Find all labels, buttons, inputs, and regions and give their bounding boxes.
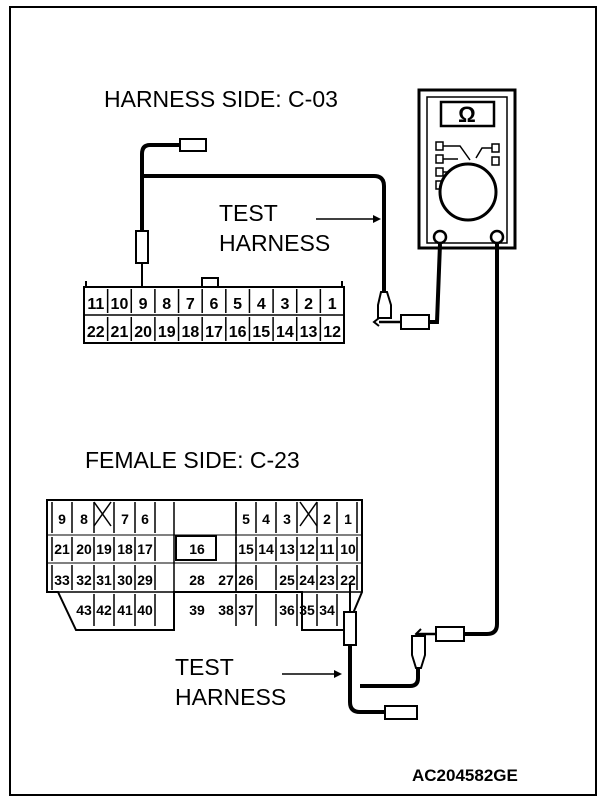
pin-7-label: 7 <box>186 296 195 313</box>
pin-18-label: 18 <box>117 541 133 557</box>
pin-34-label: 34 <box>319 602 335 618</box>
pin-16-label: 16 <box>189 541 205 557</box>
test-harness-top-label-line2: HARNESS <box>219 230 331 256</box>
pin-4-label: 4 <box>262 511 270 527</box>
pin-30-label: 30 <box>117 572 133 588</box>
female-side-label: FEMALE SIDE: C-23 <box>85 447 300 473</box>
pin-43-label: 43 <box>76 602 92 618</box>
pin-40-label: 40 <box>137 602 153 618</box>
figure-border <box>9 6 597 796</box>
pin-11-label: 11 <box>87 296 104 313</box>
meter-jack-right <box>489 229 505 245</box>
pin-35-label: 35 <box>299 602 315 618</box>
pin-21-label: 21 <box>111 324 129 341</box>
pin-16-label: 16 <box>229 324 247 341</box>
pin-21-label: 21 <box>54 541 70 557</box>
pin-12-label: 12 <box>299 541 315 557</box>
ohm-symbol: Ω <box>458 102 476 127</box>
pin-32-label: 32 <box>76 572 92 588</box>
pin-2-label: 2 <box>323 511 331 527</box>
pin-41-label: 41 <box>117 602 133 618</box>
test-harness-top <box>135 138 442 330</box>
pin-13-label: 13 <box>300 324 318 341</box>
pin-27-label: 27 <box>218 572 234 588</box>
test-harness-bottom-label-line2: HARNESS <box>175 684 287 710</box>
figure-code: AC204582GE <box>412 766 518 785</box>
pin-24-label: 24 <box>299 572 315 588</box>
pin-7-label: 7 <box>121 511 129 527</box>
pin-20-label: 20 <box>76 541 92 557</box>
pin-31-label: 31 <box>96 572 112 588</box>
pin-10-label: 10 <box>111 296 129 313</box>
pin-37-label: 37 <box>238 602 254 618</box>
test-harness-top-label-line1: TEST <box>219 200 278 226</box>
pin-17-label: 17 <box>137 541 153 557</box>
pin-14-label: 14 <box>258 541 274 557</box>
pin-5-label: 5 <box>242 511 250 527</box>
pin-5-label: 5 <box>233 296 242 313</box>
pin-29-label: 29 <box>137 572 153 588</box>
pin-12-label: 12 <box>323 324 341 341</box>
pin-38-label: 38 <box>218 602 234 618</box>
pin-15-label: 15 <box>238 541 254 557</box>
pin-6-label: 6 <box>210 296 219 313</box>
pin-22-label: 22 <box>87 324 105 341</box>
pin-2-label: 2 <box>304 296 313 313</box>
pin-8-label: 8 <box>80 511 88 527</box>
pin-36-label: 36 <box>279 602 295 618</box>
pin-18-label: 18 <box>181 324 199 341</box>
test-harness-bottom-label-line1: TEST <box>175 654 234 680</box>
pin-4-label: 4 <box>257 296 266 313</box>
pin-14-label: 14 <box>276 324 294 341</box>
pin-13-label: 13 <box>279 541 295 557</box>
pin-25-label: 25 <box>279 572 295 588</box>
pin-3-label: 3 <box>280 296 289 313</box>
pin-19-label: 19 <box>96 541 112 557</box>
pin-10-label: 10 <box>340 541 356 557</box>
meter-display <box>439 100 496 128</box>
pin-19-label: 19 <box>158 324 176 341</box>
multimeter: Ω <box>417 88 517 250</box>
pin-28-label: 28 <box>189 572 205 588</box>
pin-9-label: 9 <box>139 296 148 313</box>
pin-8-label: 8 <box>162 296 171 313</box>
pin-9-label: 9 <box>58 511 66 527</box>
pin-33-label: 33 <box>54 572 70 588</box>
pin-26-label: 26 <box>238 572 254 588</box>
pin-1-label: 1 <box>344 511 352 527</box>
meter-jack-left <box>432 229 448 245</box>
selector-dial <box>435 141 500 222</box>
pin-42-label: 42 <box>96 602 112 618</box>
pin-39-label: 39 <box>189 602 205 618</box>
pin-20-label: 20 <box>134 324 152 341</box>
pin-23-label: 23 <box>319 572 335 588</box>
pin-17-label: 17 <box>205 324 223 341</box>
pin-11-label: 11 <box>320 541 335 557</box>
pin-22-label: 22 <box>340 572 356 588</box>
pin-3-label: 3 <box>283 511 291 527</box>
test-harness-bottom <box>282 244 499 720</box>
pin-1-label: 1 <box>328 296 337 313</box>
pin-15-label: 15 <box>252 324 270 341</box>
pin-6-label: 6 <box>141 511 149 527</box>
harness-side-label: HARNESS SIDE: C-03 <box>104 86 338 112</box>
